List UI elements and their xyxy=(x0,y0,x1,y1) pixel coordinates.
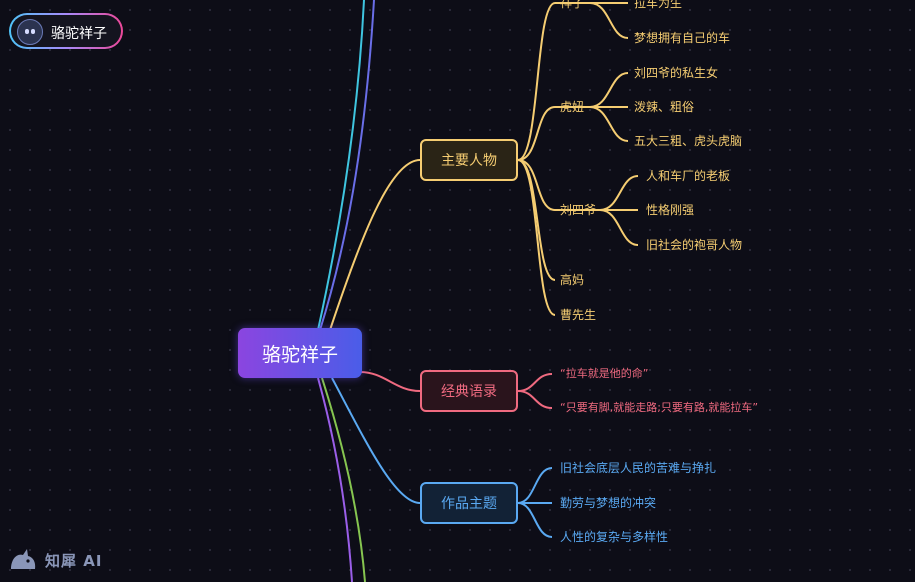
leaf-node[interactable]: 旧社会的袍哥人物 xyxy=(646,238,743,252)
leaf-node[interactable]: 刘四爷的私生女 xyxy=(634,66,719,80)
leaf-node[interactable]: 人和车厂的老板 xyxy=(646,169,731,183)
leaf-node[interactable]: 拉车为生 xyxy=(634,0,683,10)
branch-node-quotes[interactable]: 经典语录 xyxy=(420,370,518,412)
document-title-badge[interactable]: 骆驼祥子 xyxy=(9,13,123,49)
leaf-node[interactable]: “拉车就是他的命” xyxy=(560,367,649,380)
leaf-node[interactable]: 人性的复杂与多样性 xyxy=(560,530,669,544)
node-caoxiansheng[interactable]: 曹先生 xyxy=(560,308,597,322)
watermark: 知犀 AI xyxy=(9,546,102,574)
node-liusiye[interactable]: 刘四爷 xyxy=(560,203,597,217)
rhino-logo-icon xyxy=(11,549,36,569)
leaf-node[interactable]: 勤劳与梦想的冲突 xyxy=(560,496,657,510)
leaf-node[interactable]: “只要有脚,就能走路;只要有路,就能拉车” xyxy=(560,401,759,414)
branch-node-characters[interactable]: 主要人物 xyxy=(420,139,518,181)
leaf-node[interactable]: 旧社会底层人民的苦难与挣扎 xyxy=(560,461,717,475)
root-node[interactable]: 骆驼祥子 xyxy=(238,328,362,378)
watermark-label: 知犀 AI xyxy=(45,551,103,570)
leaf-node[interactable]: 五大三粗、虎头虎脑 xyxy=(634,134,743,148)
node-huniu[interactable]: 虎妞 xyxy=(560,100,585,114)
node-gaoma[interactable]: 高妈 xyxy=(560,273,585,287)
badge-title: 骆驼祥子 xyxy=(51,26,107,42)
leaf-node[interactable]: 泼辣、粗俗 xyxy=(634,100,695,114)
robot-avatar-icon xyxy=(17,19,43,45)
leaf-node[interactable]: 性格刚强 xyxy=(646,203,695,217)
node-xiangzi[interactable]: 祥子 xyxy=(560,0,585,10)
branch-node-themes[interactable]: 作品主题 xyxy=(420,482,518,524)
leaf-node[interactable]: 梦想拥有自己的车 xyxy=(634,31,731,45)
